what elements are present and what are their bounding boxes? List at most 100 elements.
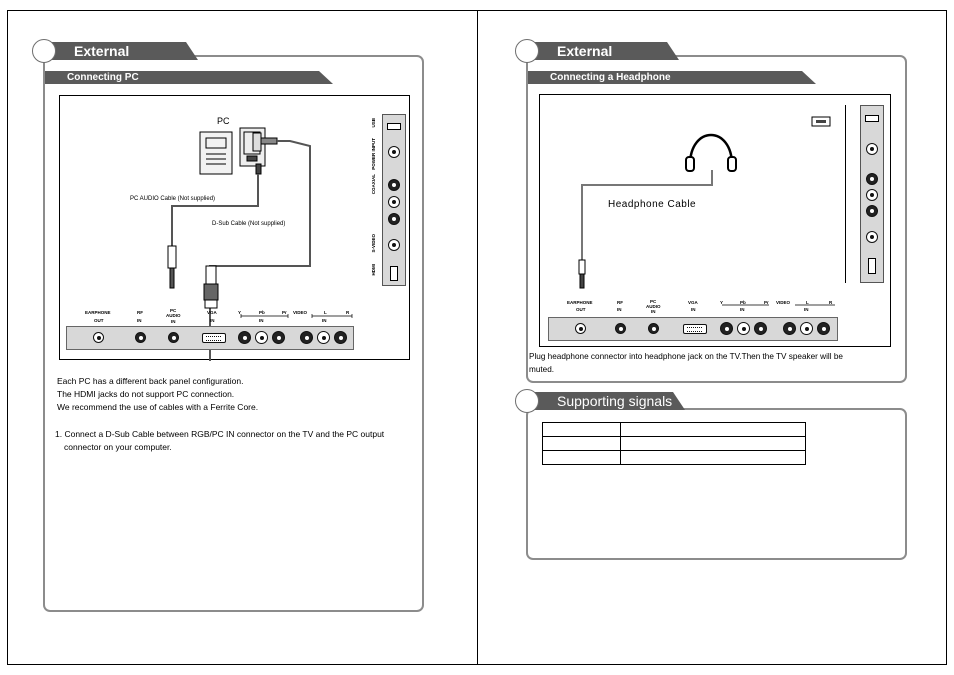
table-cell [620, 422, 806, 437]
right-bracket-lines [722, 304, 835, 306]
r-vga-port-icon [683, 324, 707, 334]
table-row [542, 450, 806, 465]
r-label-rf: RF [617, 300, 623, 305]
coaxial-jack-icon [388, 179, 400, 191]
pb-jack-icon [255, 331, 268, 344]
pc-connection-diagram: PC PC AUDIO Cable (Not supplied) D-Sub C… [59, 95, 410, 361]
hdmi-port-icon [390, 266, 398, 281]
pc-audio-jack-icon [168, 332, 179, 343]
r-pb-jack-icon [737, 322, 750, 335]
table-row [542, 436, 806, 451]
r-label-y: Y [720, 300, 724, 305]
r-y-jack-icon [720, 322, 733, 335]
label-pc-audio: PC [170, 308, 177, 313]
usb-port-icon [387, 123, 401, 130]
left-section-header: External Connection [44, 42, 198, 60]
r-label-pc: PC [650, 299, 657, 304]
supporting-signals-circle-icon [515, 389, 539, 413]
right-audio-out-jack-icon [866, 189, 878, 201]
pc-audio-cable-label: PC AUDIO Cable (Not supplied) [130, 196, 216, 202]
right-header-circle-icon [515, 39, 539, 63]
paragraph-3: We recommend the use of cables with a Fe… [57, 402, 259, 412]
headphone-description-line-b: muted. [529, 365, 555, 374]
headphone-connection-diagram: Headphone Cable EARPHONE OUT RF IN PC AU… [539, 94, 891, 347]
right-audio-in-jack-icon [866, 205, 878, 217]
earphone-jack-icon [93, 332, 104, 343]
label-y: Y [238, 310, 242, 315]
video-jack-icon [300, 331, 313, 344]
table-cell [542, 436, 621, 451]
label-l: L [324, 310, 327, 315]
audio-in-jack-icon [388, 213, 400, 225]
right-tv-side-panel [860, 105, 884, 283]
right-side-labels [845, 105, 857, 283]
r-label-audio: AUDIO [646, 304, 661, 309]
right-subheader: Connecting a Headphone [528, 71, 816, 84]
r-pc-audio-jack-icon [648, 323, 659, 334]
r-rf-jack-icon [615, 323, 626, 334]
bracket-lines [240, 314, 353, 318]
audio-out-jack-icon [388, 196, 400, 208]
label-vga-in: IN [210, 318, 215, 323]
label-r: R [346, 310, 350, 315]
table-cell [620, 450, 806, 465]
left-paragraphs: Each PC has a different back panel confi… [57, 375, 258, 414]
headphone-diagram-art [578, 116, 831, 289]
label-pc-audio-in: IN [171, 319, 176, 324]
right-section-header: External Connection [527, 42, 679, 60]
table-cell [542, 450, 621, 465]
r-label-pb: Pb [740, 300, 746, 305]
label-pb: Pb [259, 310, 265, 315]
r-label-r: R [829, 300, 833, 305]
r-earphone-jack-icon [575, 323, 586, 334]
right-usb-port-icon [865, 115, 879, 122]
r-label-l: L [806, 300, 809, 305]
headphone-cable-label: Headphone Cable [608, 199, 697, 210]
r-label-pc-in: IN [651, 309, 656, 314]
right-coaxial-jack-icon [866, 173, 878, 185]
step-1: 1. Connect a D-Sub Cable between RGB/PC … [55, 428, 384, 454]
label-pr: Pr [282, 310, 287, 315]
r-label-vga: VGA [688, 300, 698, 305]
label-av-in: IN [322, 318, 327, 323]
label-earphone: EARPHONE [85, 310, 111, 315]
power-input-jack-icon [388, 146, 400, 158]
table-cell [620, 436, 806, 451]
supporting-signals-header: Supporting signals [527, 392, 685, 410]
right-svideo-jack-icon [866, 231, 878, 243]
label-vga: VGA [207, 310, 217, 315]
r-label-earphone-out: OUT [576, 307, 586, 312]
r-label-pr: Pr [764, 300, 769, 305]
table-row [542, 422, 806, 437]
left-header-circle-icon [32, 39, 56, 63]
dsub-cable-label: D-Sub Cable (Not supplied) [212, 221, 286, 227]
r-audio-l-jack-icon [800, 322, 813, 335]
headphone-description-line-a: Plug headphone connector into headphone … [529, 352, 843, 361]
label-video: VIDEO [293, 310, 308, 315]
y-jack-icon [238, 331, 251, 344]
pc-label: PC [217, 116, 230, 126]
svideo-jack-icon [388, 239, 400, 251]
r-label-av-in: IN [804, 307, 809, 312]
r-video-jack-icon [783, 322, 796, 335]
r-label-comp-in: IN [740, 307, 745, 312]
r-label-earphone: EARPHONE [567, 300, 593, 305]
step-1-line-b: connector on your computer. [64, 442, 172, 452]
label-rf-in: IN [137, 318, 142, 323]
audio-r-jack-icon [334, 331, 347, 344]
pc-diagram-art [167, 127, 311, 361]
r-pr-jack-icon [754, 322, 767, 335]
page-divider [477, 10, 478, 665]
label-earphone-out: OUT [94, 318, 104, 323]
supporting-signals-table [542, 422, 806, 465]
label-pc-audio-2: AUDIO [166, 313, 181, 318]
paragraph-1: Each PC has a different back panel confi… [57, 376, 244, 386]
pr-jack-icon [272, 331, 285, 344]
rf-jack-icon [135, 332, 146, 343]
label-component-in: IN [259, 318, 264, 323]
r-label-video: VIDEO [776, 300, 791, 305]
label-rf: RF [137, 310, 143, 315]
left-subheader: Connecting PC [45, 71, 333, 84]
r-label-vga-in: IN [691, 307, 696, 312]
paragraph-2: The HDMI jacks do not support PC connect… [57, 389, 235, 399]
